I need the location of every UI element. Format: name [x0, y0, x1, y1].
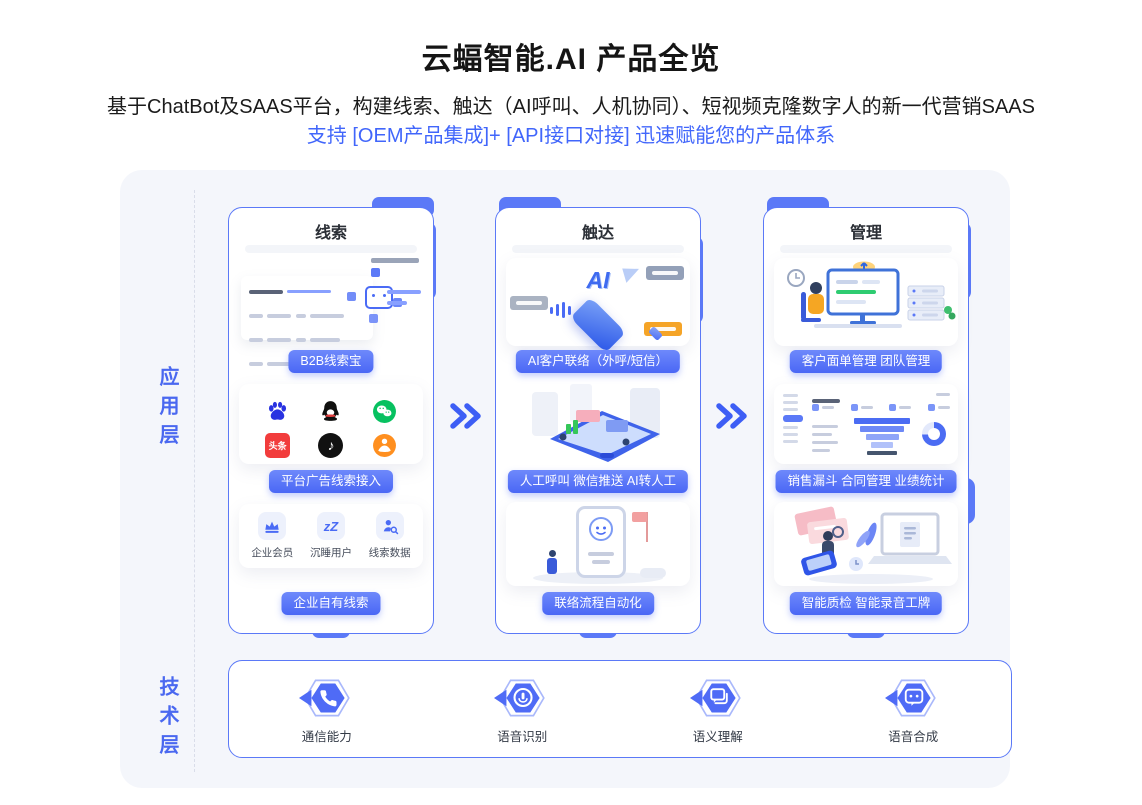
cloud-icon	[640, 568, 666, 578]
sales-tools-button[interactable]: 销售漏斗 合同管理 业绩统计	[775, 470, 957, 493]
baidu-icon	[251, 394, 304, 428]
title-strip	[245, 245, 417, 253]
own-leads-box: 企业会员 zZ 沉睡用户 线索数据	[239, 504, 423, 568]
semantic-understanding-icon	[689, 679, 741, 716]
crown-icon	[258, 512, 287, 540]
tech-item-asr: 语音识别	[425, 674, 621, 745]
layer-divider	[194, 190, 195, 772]
feature-lead-data: 线索数据	[361, 512, 419, 560]
person-figure	[546, 550, 558, 574]
manual-call-button[interactable]: 人工呼叫 微信推送 AI转人工	[507, 470, 689, 493]
chevron-right-icon	[716, 403, 747, 429]
b2b-leads-button[interactable]: B2B线索宝	[288, 350, 374, 373]
technology-layer-label: 技术层	[156, 676, 178, 763]
ai-robot-cluster	[343, 258, 423, 344]
customer-management-button[interactable]: 客户面单管理 团队管理	[789, 350, 943, 373]
paper-plane-icon	[622, 264, 642, 283]
call-status-tag	[510, 296, 548, 310]
technology-layer-band: 通信能力 语音识别 语义理解	[228, 660, 1012, 758]
leads-column-title: 线索	[314, 225, 347, 242]
manage-column-card: 管理	[763, 207, 969, 634]
dashboard-illustration	[774, 384, 958, 464]
voice-recognition-icon	[494, 679, 545, 716]
chevron-right-icon	[450, 403, 481, 429]
automation-illustration	[506, 502, 690, 586]
title-strip	[512, 245, 684, 253]
page-highlight: 支持 [OEM产品集成]+ [API接口对接] 迅速赋能您的产品体系	[306, 125, 836, 147]
quality-check-illustration	[774, 502, 958, 586]
qq-icon	[305, 394, 358, 428]
reach-column-title: 触达	[581, 225, 614, 242]
phone-icon	[298, 679, 350, 716]
manage-column-title: 管理	[849, 225, 882, 242]
reach-column-card: 触达 AI AI客户联络（外呼/短信）	[495, 207, 701, 634]
robot-icon	[365, 286, 393, 309]
flag-icon	[632, 512, 648, 542]
leads-column-card: 线索 B2B线索宝	[228, 207, 434, 634]
feature-dormant-users: zZ 沉睡用户	[302, 512, 360, 560]
b2b-leads-illustration	[239, 258, 423, 366]
workstation-illustration	[774, 258, 958, 346]
donut-chart	[922, 422, 946, 446]
mini-crm-table	[241, 276, 373, 366]
toutiao-icon: 头条	[251, 428, 304, 462]
douyin-icon: ♪	[305, 428, 358, 462]
application-layer-label: 应用层	[156, 366, 178, 453]
sleeping-zz-icon: zZ	[316, 512, 345, 540]
automation-button[interactable]: 联络流程自动化	[542, 592, 654, 615]
own-leads-button[interactable]: 企业自有线索	[281, 592, 381, 615]
feature-enterprise-member: 企业会员	[243, 512, 301, 560]
phone-icon	[576, 506, 626, 578]
quality-check-button[interactable]: 智能质检 智能录音工牌	[789, 592, 943, 615]
orange-figure-icon	[358, 428, 411, 462]
page-subtitle: 基于ChatBot及SAAS平台，构建线索、触达（AI呼叫、人机协同）、短视频克…	[107, 96, 1035, 118]
ai-contact-button[interactable]: AI客户联络（外呼/短信）	[515, 350, 681, 373]
title-strip	[780, 245, 952, 253]
ai-cube	[570, 297, 626, 353]
tech-item-communication: 通信能力	[229, 674, 425, 745]
product-overview-panel: 应用层 技术层 线索	[120, 170, 1012, 788]
sales-funnel-chart	[852, 418, 912, 455]
ai-call-illustration: AI	[506, 258, 690, 353]
tech-item-nlu: 语义理解	[620, 674, 816, 745]
lead-search-icon	[375, 512, 404, 540]
tech-item-tts: 语音合成	[816, 674, 1012, 745]
ad-platforms-box: 头条 ♪	[239, 384, 423, 464]
dashboard-sidebar	[780, 390, 804, 458]
wechat-icon	[358, 394, 411, 428]
ai-badge: AI	[586, 267, 610, 293]
platform-ads-button[interactable]: 平台广告线索接入	[268, 470, 394, 493]
speech-synthesis-icon	[885, 679, 936, 716]
manual-call-illustration	[506, 384, 690, 464]
call-status-tag	[646, 266, 684, 280]
sound-wave-icon	[550, 302, 571, 318]
page-title: 云蝠智能.AI 产品全览	[421, 43, 721, 76]
